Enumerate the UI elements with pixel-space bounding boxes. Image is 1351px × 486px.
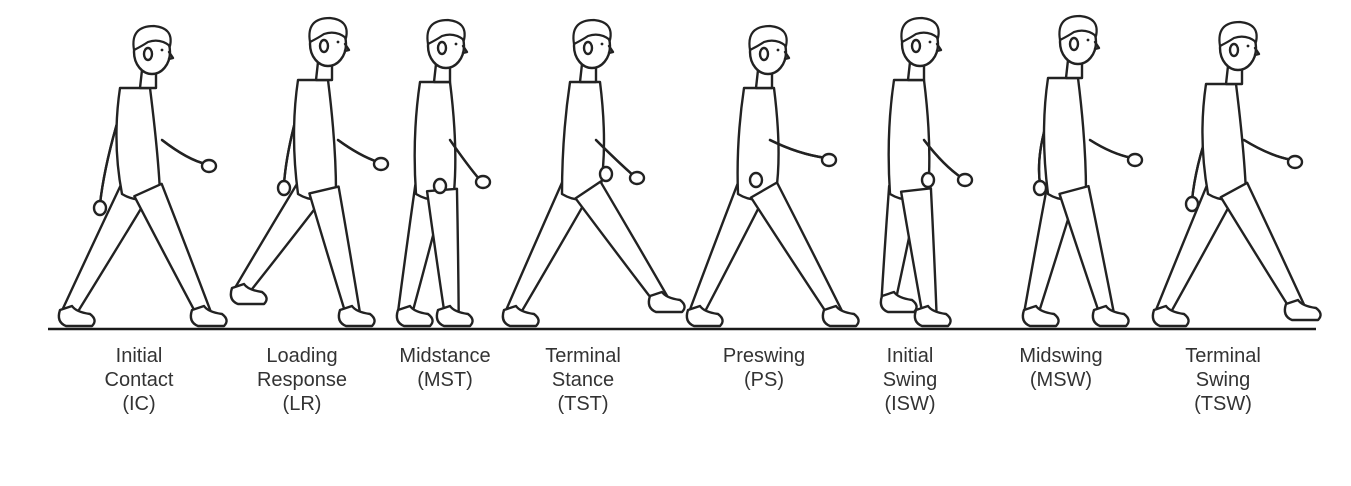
phase-label-terminal-swing: Terminal Swing (TSW) xyxy=(1148,344,1298,416)
phase-label-preswing: Preswing (PS) xyxy=(689,344,839,392)
phase-label-midswing: Midswing (MSW) xyxy=(986,344,1136,392)
phase-label-midstance: Midstance (MST) xyxy=(370,344,520,392)
phase-label-terminal-stance: Terminal Stance (TST) xyxy=(508,344,658,416)
phase-label-initial-contact: Initial Contact (IC) xyxy=(64,344,214,416)
phase-label-loading-response: Loading Response (LR) xyxy=(227,344,377,416)
phase-label-initial-swing: Initial Swing (ISW) xyxy=(835,344,985,416)
